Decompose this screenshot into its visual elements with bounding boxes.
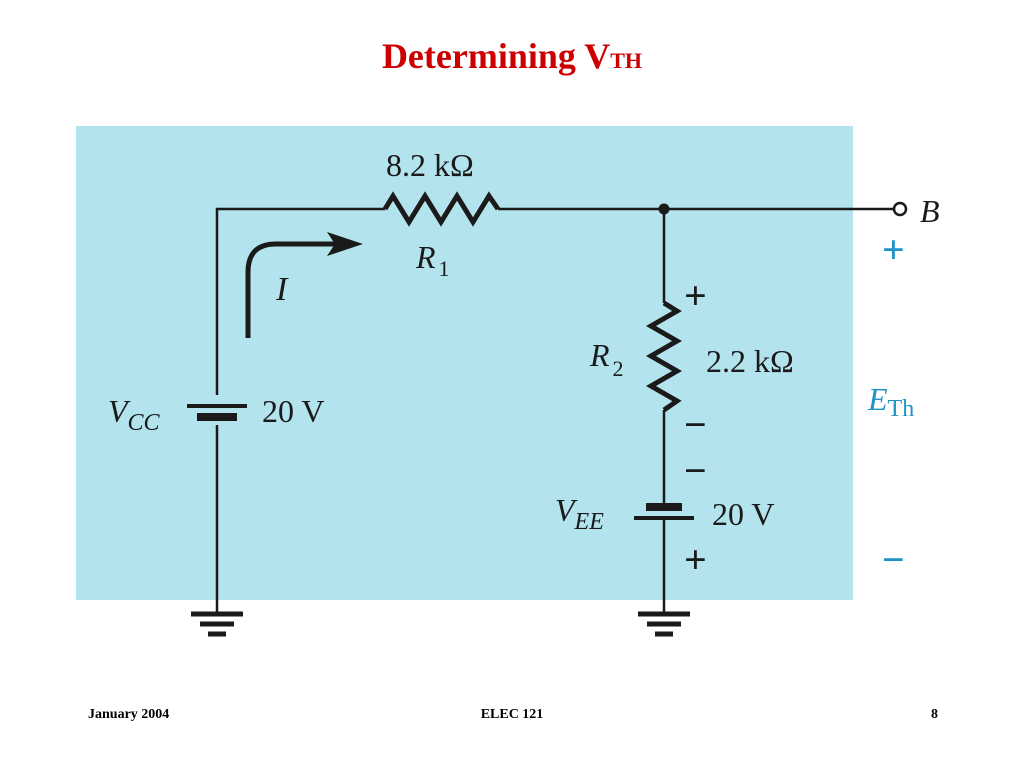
ground-symbol-right [638,611,690,637]
r2-name: R [589,337,610,373]
resistor-r1 [382,191,501,227]
r2-plus-sign: + [684,273,707,318]
footer-date: January 2004 [88,707,170,722]
eth-minus-sign: − [882,537,905,582]
eth-name: E [867,381,888,417]
vee-minus-sign: − [684,448,707,493]
eth-label: ETh [867,381,914,422]
battery-vcc [187,404,247,421]
r1-value-label: 8.2 kΩ [386,147,474,183]
eth-subscript: Th [888,396,915,422]
vee-name: V [555,492,578,528]
current-label: I [275,271,289,308]
terminal-b [892,201,908,217]
footer-page-number: 8 [931,707,938,722]
title-main: Determining V [381,36,611,76]
wire-left-top [215,207,385,395]
title-subscript: TH [610,48,643,73]
ground-symbol-left [191,611,243,637]
r2-value-label: 2.2 kΩ [706,343,794,379]
node-b-label: B [920,193,940,229]
vee-plus-sign: + [684,537,707,582]
circuit-wires [215,207,893,612]
r2-minus-sign: − [684,402,707,447]
resistor-r2 [645,300,683,413]
vcc-name: V [108,393,131,429]
vee-value-label: 20 V [712,496,775,532]
battery-vee [634,503,694,520]
vcc-name-label: VCC [108,393,161,436]
current-arrow [245,232,363,338]
slide-title: Determining VTH [0,34,1024,83]
vcc-subscript: CC [128,410,161,436]
vee-subscript: EE [574,509,605,535]
r1-index: 1 [439,256,450,281]
vcc-value-label: 20 V [262,393,325,429]
r1-name: R [415,239,436,275]
eth-plus-sign: + [882,227,905,272]
vee-name-label: VEE [555,492,604,535]
r2-index: 2 [613,356,624,381]
footer-course: ELEC 121 [480,707,544,722]
junction-dot [658,203,670,215]
